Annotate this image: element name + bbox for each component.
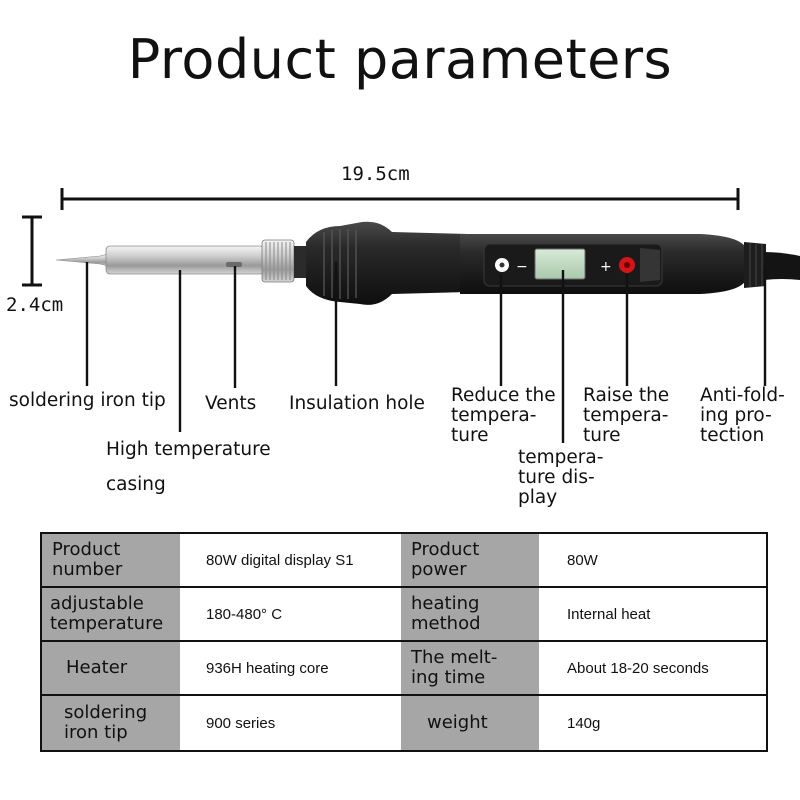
spec-header-line1: adjustable xyxy=(50,593,144,614)
callout-raise-line3: ture xyxy=(583,425,621,446)
callout-casing-line1: High temperature xyxy=(106,439,271,460)
spec-header-line2: number xyxy=(52,559,123,580)
spec-header-line2: temperature xyxy=(50,613,164,634)
cable-shape xyxy=(764,252,800,280)
page-title: Product parameters xyxy=(127,28,673,91)
callout-anti-line2: ing pro- xyxy=(700,405,772,426)
callout-raise-line2: tempera- xyxy=(583,405,669,426)
callout-tip: soldering iron tip xyxy=(9,390,166,411)
callout-reduce-line1: Reduce the xyxy=(451,385,556,406)
reduce-glyph: − xyxy=(516,259,528,275)
callout-casing-line2: casing xyxy=(106,474,166,495)
product-figure: − + 19.5cm 2.4cm soldering iron tip High… xyxy=(0,140,800,520)
soldering-iron-illustration: − + xyxy=(22,188,800,443)
spec-value-cell: 140g xyxy=(539,696,766,750)
spec-header-cell: Heater xyxy=(42,642,180,696)
diameter-dimension-line xyxy=(22,215,42,287)
casing-shape xyxy=(105,245,265,275)
spec-header-line2: method xyxy=(411,613,481,634)
callout-raise-line1: Raise the xyxy=(583,385,670,406)
leader-lines xyxy=(85,262,767,443)
spec-value-cell: 80W xyxy=(539,534,766,588)
spec-value-cell: About 18-20 seconds xyxy=(539,642,766,696)
spec-header-line2: ing time xyxy=(411,667,486,688)
spec-header-cell: weight xyxy=(401,696,539,750)
lcd-display xyxy=(534,248,586,280)
length-dimension-line xyxy=(60,188,740,210)
spec-header-line1: The melt- xyxy=(411,647,498,668)
spec-value-cell: 180-480° C xyxy=(180,588,401,642)
callout-insulation: Insulation hole xyxy=(289,393,425,414)
raise-glyph: + xyxy=(600,259,612,275)
spec-value-cell: Internal heat xyxy=(539,588,766,642)
callout-reduce-line3: ture xyxy=(451,425,489,446)
spec-value-cell: 80W digital display S1 xyxy=(180,534,401,588)
grip-shape xyxy=(306,221,468,305)
callout-reduce-line2: tempera- xyxy=(451,405,537,426)
spec-header-line1: Product xyxy=(52,539,121,560)
callout-display-line3: play xyxy=(518,487,558,508)
vent-slot xyxy=(226,262,242,267)
callout-anti-line3: tection xyxy=(700,425,765,446)
spec-header-line1: soldering xyxy=(64,702,148,723)
spec-header-line1: weight xyxy=(427,712,488,733)
spec-header-line1: Heater xyxy=(66,657,128,678)
spec-header-cell: The melt-ing time xyxy=(401,642,539,696)
diameter-label: 2.4cm xyxy=(6,294,64,316)
spec-header-line2: power xyxy=(411,559,467,580)
spec-header-line1: heating xyxy=(411,593,480,614)
length-label: 19.5cm xyxy=(341,163,410,185)
callout-anti-line1: Anti-fold- xyxy=(700,385,785,406)
spec-value-cell: 936H heating core xyxy=(180,642,401,696)
spec-header-line2: iron tip xyxy=(64,722,128,743)
tip-shape xyxy=(55,253,109,267)
spec-header-line1: Product xyxy=(411,539,480,560)
spec-value-cell: 900 series xyxy=(180,696,401,750)
callout-display-line2: ture dis- xyxy=(518,467,595,488)
callout-display-line1: tempera- xyxy=(518,447,604,468)
callout-vents: Vents xyxy=(205,393,257,414)
